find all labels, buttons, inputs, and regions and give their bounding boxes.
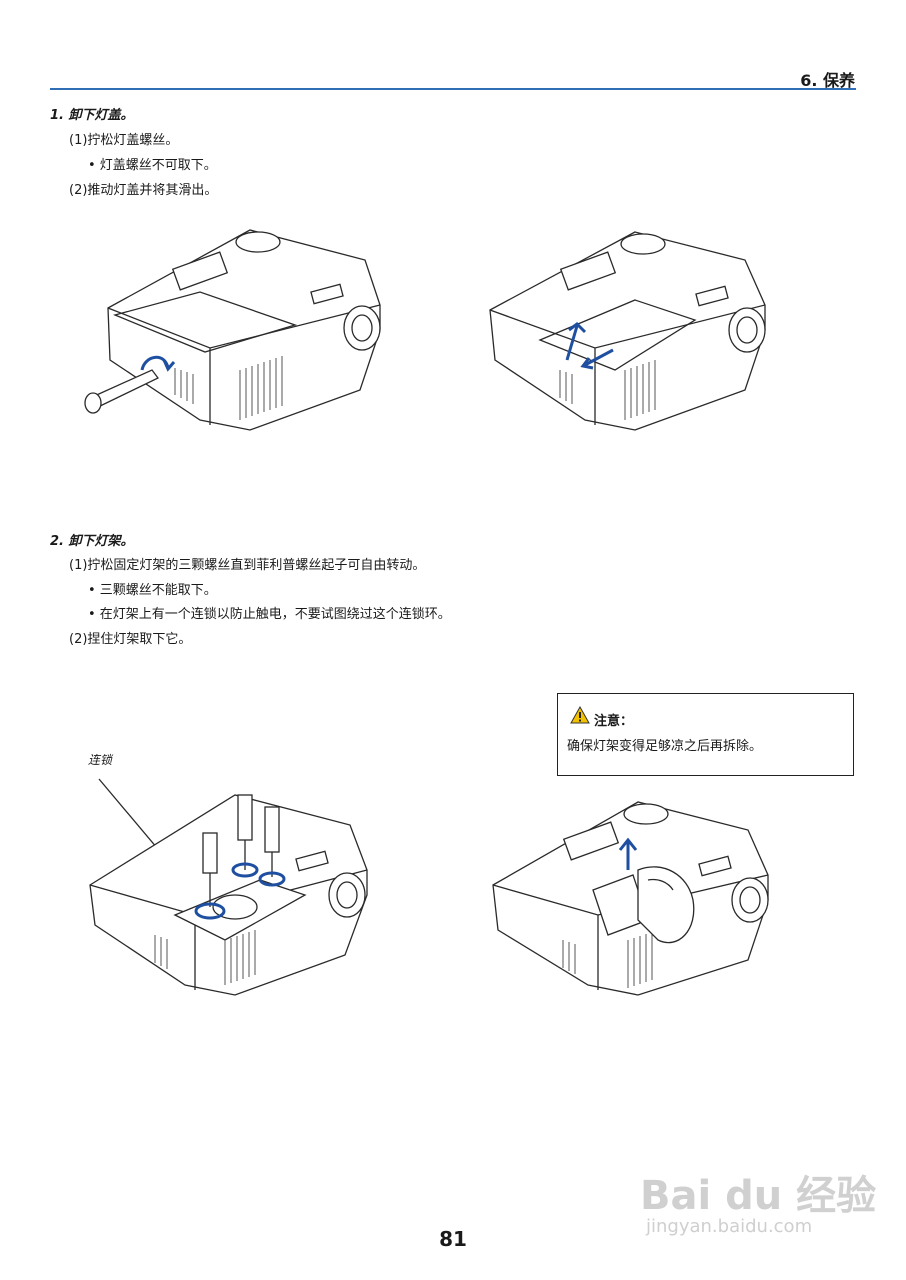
page-number: 81 xyxy=(439,1227,467,1251)
step2-line-1: (1)拧松固定灯架的三颗螺丝直到菲利普螺丝起子可自由转动。 xyxy=(69,558,426,573)
caution-box: 注意： 确保灯架变得足够凉之后再拆除。 xyxy=(557,693,854,776)
caution-text: 确保灯架变得足够凉之后再拆除。 xyxy=(567,739,763,754)
figure-loosen-lamp-screws xyxy=(89,778,368,996)
step2-line-4: (2)捏住灯架取下它。 xyxy=(69,632,192,647)
figure-remove-lamp-housing xyxy=(492,801,769,996)
figure-slide-cover xyxy=(489,231,766,431)
section-title: 6. 保养 xyxy=(800,71,855,90)
step1-line-1: (1)拧松灯盖螺丝。 xyxy=(69,133,179,148)
warning-triangle-icon xyxy=(570,706,590,724)
step1-title: 1. 卸下灯盖。 xyxy=(50,108,134,123)
watermark-url: jingyan.baidu.com xyxy=(646,1216,813,1237)
step1-line-2: • 灯盖螺丝不可取下。 xyxy=(88,158,217,173)
figure-loosen-cover-screw xyxy=(84,229,381,431)
header-rule xyxy=(50,88,856,90)
step2-line-2: • 三颗螺丝不能取下。 xyxy=(88,583,217,598)
watermark-logo: Bai du 经验 xyxy=(640,1173,877,1219)
step2-line-3: • 在灯架上有一个连锁以防止触电，不要试图绕过这个连锁环。 xyxy=(88,607,451,622)
step1-line-3: (2)推动灯盖并将其滑出。 xyxy=(69,183,218,198)
step2-title: 2. 卸下灯架。 xyxy=(50,534,134,549)
caution-title: 注意： xyxy=(594,714,634,729)
interlock-label: 连锁 xyxy=(88,753,113,767)
